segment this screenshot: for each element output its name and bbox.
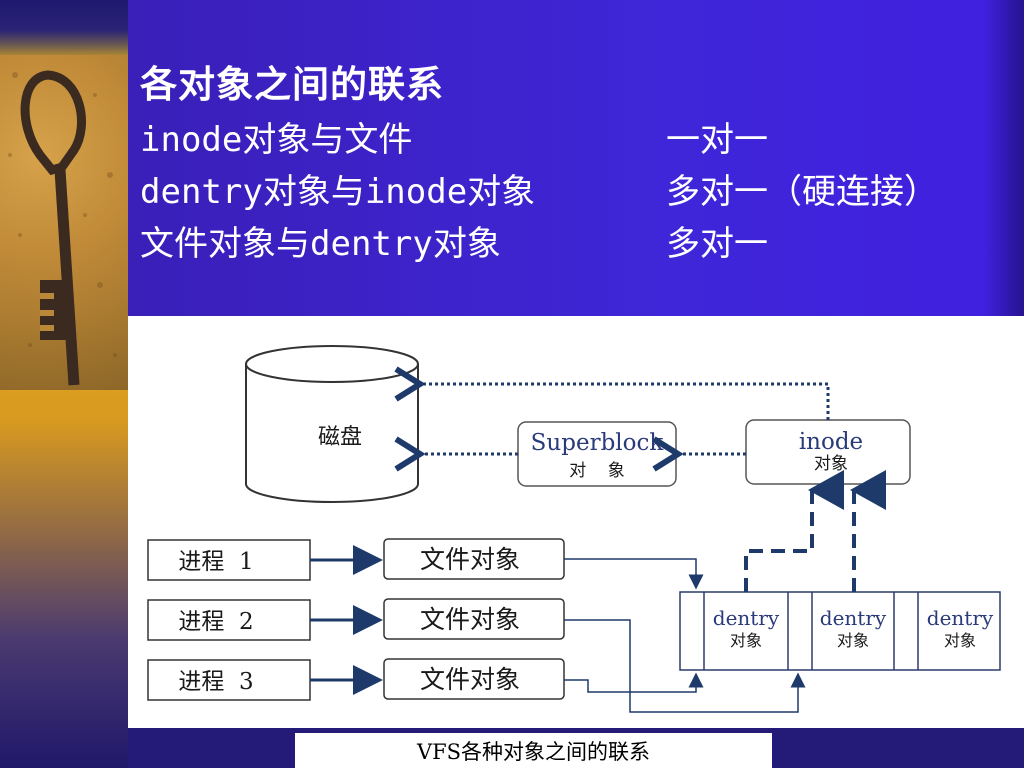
diagram-caption: VFS各种对象之间的联系: [295, 733, 772, 768]
dentry-2-label: dentry: [820, 606, 887, 630]
dentry-row: dentry 对象 dentry 对象 dentry 对象: [679, 591, 1001, 671]
file-object-2-label: 文件对象: [420, 605, 520, 634]
process-3-label: 进程 3: [178, 669, 253, 695]
key-photo: [0, 55, 128, 390]
relation-1-left: inode对象与文件: [140, 120, 413, 160]
inode-label: inode: [799, 429, 863, 455]
title-area: 各对象之间的联系 inode对象与文件 一对一 dentry对象与inode对象…: [128, 0, 1024, 316]
process-1-label: 进程 1: [178, 549, 253, 575]
superblock-box: Superblock 对 象: [517, 421, 677, 487]
superblock-label: Superblock: [531, 430, 665, 456]
relation-3-right: 多对一: [666, 224, 768, 264]
disk-label: 磁盘: [318, 425, 362, 450]
disk-cylinder: 磁盘: [245, 345, 419, 503]
dentry-1-label: dentry: [713, 606, 780, 630]
vfs-diagram: 磁盘 Superblock 对 象 inode 对象 进程 1: [147, 345, 1001, 713]
file-object-3-label: 文件对象: [420, 665, 520, 694]
dentry-1-sub: 对象: [730, 631, 762, 650]
file-object-boxes: 文件对象 文件对象 文件对象: [383, 538, 565, 700]
key-icon: [8, 70, 117, 386]
inode-sub: 对象: [814, 454, 848, 474]
relation-3-left: 文件对象与dentry对象: [140, 224, 501, 264]
dentry-inode-arrows: [744, 470, 886, 592]
dentry-2-sub: 对象: [837, 631, 869, 650]
inode-box: inode 对象: [745, 419, 911, 485]
process-boxes: 进程 1 进程 2 进程 3: [147, 539, 311, 701]
relation-1-right: 一对一: [666, 120, 768, 160]
file-object-1-label: 文件对象: [420, 545, 520, 574]
dotted-arrows: [394, 366, 830, 472]
process-file-arrows: [310, 545, 383, 695]
file-dentry-connectors: [564, 558, 806, 713]
dentry-3-sub: 对象: [944, 631, 976, 650]
dentry-3-label: dentry: [927, 606, 994, 630]
superblock-sub: 对 象: [569, 461, 625, 481]
diagram-panel: 磁盘 Superblock 对 象 inode 对象 进程 1: [128, 316, 1024, 728]
slide-title: 各对象之间的联系: [140, 63, 444, 106]
relation-2-left: dentry对象与inode对象: [140, 172, 536, 212]
relation-2-right: 多对一（硬连接）: [666, 172, 938, 212]
process-2-label: 进程 2: [178, 609, 253, 635]
